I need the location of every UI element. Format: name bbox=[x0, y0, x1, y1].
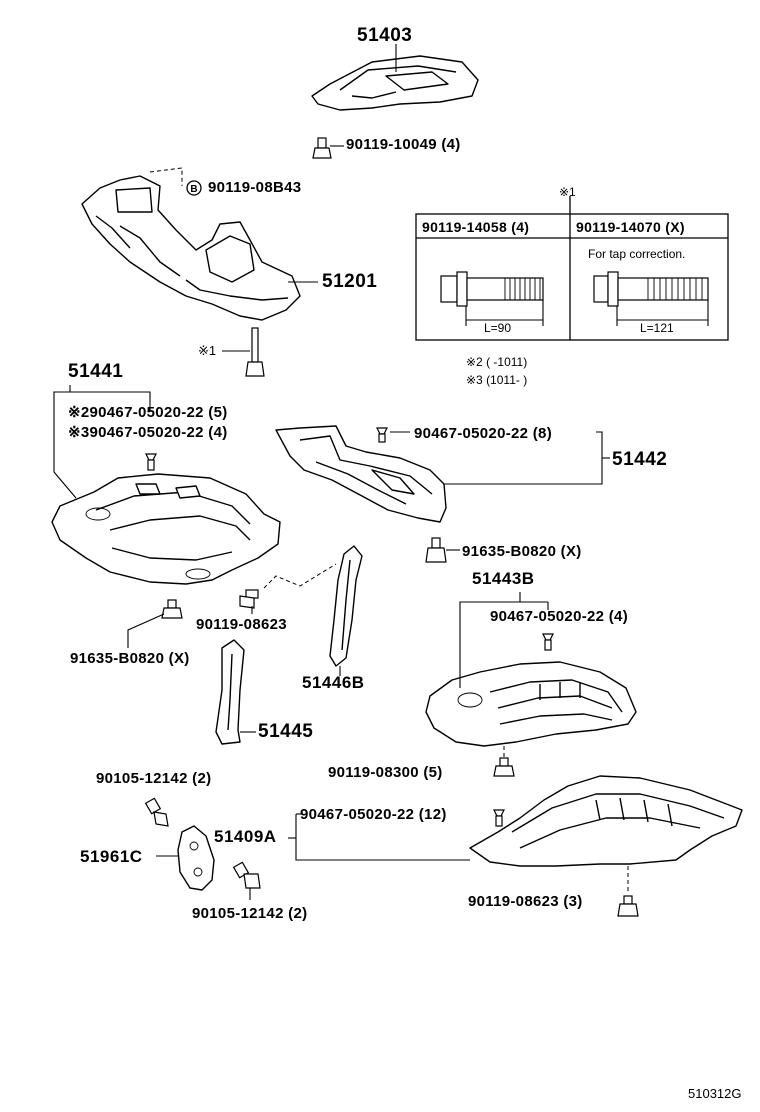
label-51403: 51403 bbox=[357, 25, 413, 46]
table-col2-header: 90119-14070 (X) bbox=[576, 219, 685, 235]
part-51441-drawing bbox=[51, 473, 281, 585]
table-col2-length: L=121 bbox=[640, 321, 674, 335]
part-51443b-drawing bbox=[425, 661, 637, 747]
label-90119-08300: 90119-08300 (5) bbox=[328, 764, 443, 781]
bolt-icon bbox=[144, 797, 169, 827]
bolt-icon bbox=[425, 537, 447, 563]
circle-marker-letter: B bbox=[190, 184, 197, 195]
part-51446b-drawing bbox=[329, 545, 363, 667]
note-ref2: ※2 ( -1011) bbox=[466, 355, 528, 369]
clip-icon bbox=[376, 427, 388, 443]
part-51442-drawing bbox=[275, 425, 447, 523]
table-ref: ※1 bbox=[559, 185, 576, 199]
note-ref3: ※3 (1011- ) bbox=[466, 373, 528, 387]
label-91635-right: 91635-B0820 (X) bbox=[462, 543, 582, 560]
label-ref1-bolt: ※1 bbox=[198, 343, 217, 358]
bolt-icon bbox=[245, 327, 265, 377]
table-col2-note: For tap correction. bbox=[588, 247, 686, 261]
circle-marker-icon bbox=[186, 180, 202, 196]
label-90105-top: 90105-12142 (2) bbox=[96, 770, 212, 787]
bolt-spec-table bbox=[415, 196, 729, 341]
label-90119-08623-3: 90119-08623 (3) bbox=[468, 893, 583, 910]
bolt-icon bbox=[617, 895, 639, 917]
label-91635-left: 91635-B0820 (X) bbox=[70, 650, 190, 667]
bolt-icon bbox=[239, 589, 259, 609]
clip-icon bbox=[493, 809, 505, 827]
label-51442: 51442 bbox=[612, 449, 668, 470]
label-90467-12: 90467-05020-22 (12) bbox=[300, 806, 447, 823]
diagram-id: 510312G bbox=[688, 1086, 742, 1101]
label-90119-08b43: 90119-08B43 bbox=[208, 179, 302, 196]
label-51961c: 51961C bbox=[80, 847, 143, 866]
part-rear-under-cover-drawing bbox=[469, 775, 743, 867]
part-51403-drawing bbox=[311, 55, 479, 111]
bolt-icon bbox=[312, 137, 332, 159]
label-90119-08623: 90119-08623 bbox=[196, 616, 287, 633]
bolt-icon bbox=[593, 271, 709, 326]
clip-icon bbox=[145, 453, 157, 471]
bolt-icon bbox=[493, 757, 515, 777]
label-90467-8: 90467-05020-22 (8) bbox=[414, 425, 552, 442]
clip-icon bbox=[542, 633, 554, 651]
bolt-icon bbox=[161, 599, 183, 619]
label-51443b: 51443B bbox=[472, 569, 535, 588]
label-51409a: 51409A bbox=[214, 827, 277, 846]
label-51446b: 51446B bbox=[302, 673, 365, 692]
label-51445: 51445 bbox=[258, 721, 314, 742]
label-51441: 51441 bbox=[68, 361, 124, 382]
bolt-icon bbox=[440, 271, 544, 326]
label-90119-10049: 90119-10049 (4) bbox=[346, 136, 461, 153]
part-51445-drawing bbox=[215, 639, 245, 745]
label-90467-ref3: ※390467-05020-22 (4) bbox=[68, 424, 228, 441]
table-col1-header: 90119-14058 (4) bbox=[422, 219, 530, 235]
label-90467-4: 90467-05020-22 (4) bbox=[490, 608, 628, 625]
part-51201-drawing bbox=[81, 175, 301, 321]
label-51201: 51201 bbox=[322, 271, 378, 292]
table-col1-length: L=90 bbox=[484, 321, 512, 335]
bolt-icon bbox=[232, 861, 261, 889]
label-90467-ref2: ※290467-05020-22 (5) bbox=[68, 404, 228, 421]
part-51961c-drawing bbox=[177, 825, 215, 891]
label-90105-bottom: 90105-12142 (2) bbox=[192, 905, 308, 922]
